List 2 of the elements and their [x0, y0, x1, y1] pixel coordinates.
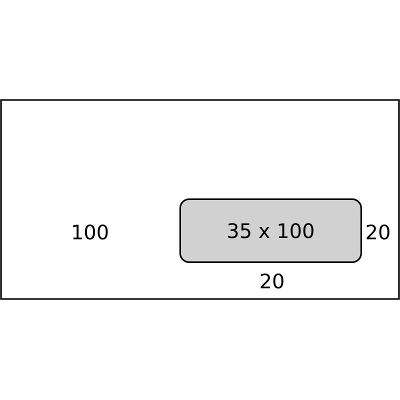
window-box: 35 x 100: [179, 198, 362, 263]
dimension-label: 100: [73, 224, 108, 240]
